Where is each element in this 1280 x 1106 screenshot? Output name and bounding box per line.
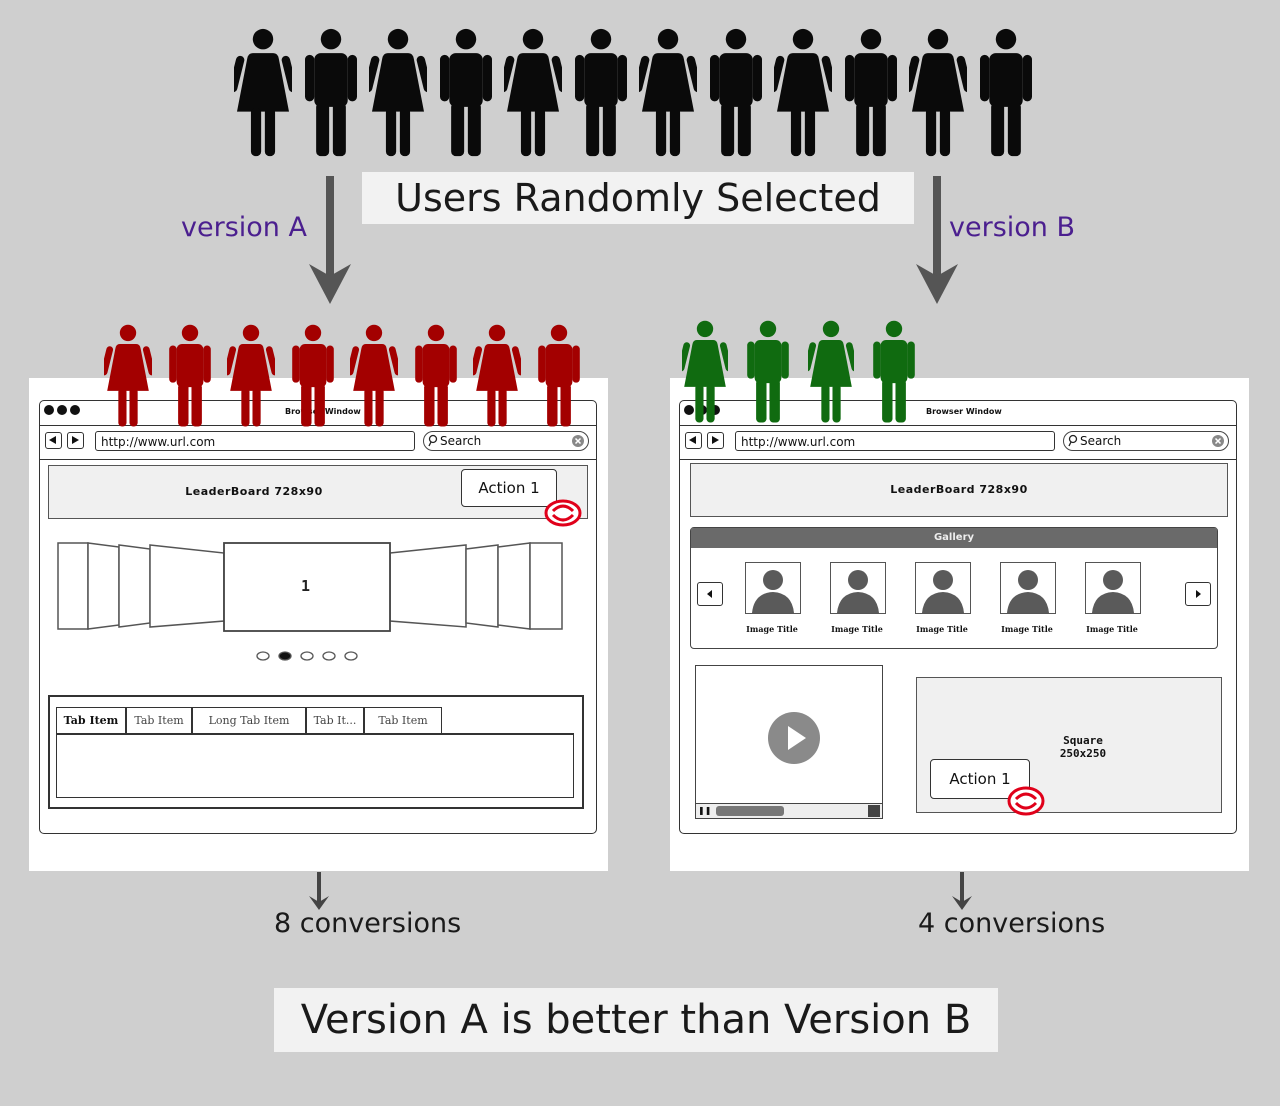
gallery-image[interactable] xyxy=(1000,562,1056,614)
arrow-down-icon xyxy=(309,176,351,304)
male-person-icon xyxy=(707,28,765,158)
search-field[interactable]: Search xyxy=(1063,431,1229,451)
gallery-image[interactable] xyxy=(1085,562,1141,614)
image-carousel[interactable] xyxy=(56,537,566,637)
gallery-image[interactable] xyxy=(915,562,971,614)
female-person-icon xyxy=(774,28,832,158)
carousel-pagination[interactable] xyxy=(255,649,361,663)
arrow-down-icon xyxy=(309,872,329,910)
male-person-icon xyxy=(302,28,360,158)
gallery-header: Gallery xyxy=(691,528,1217,548)
search-placeholder: Search xyxy=(1080,434,1122,448)
users-randomly-selected-title: Users Randomly Selected xyxy=(362,172,914,224)
female-person-icon xyxy=(350,324,398,428)
conversion-mark-icon xyxy=(544,499,582,527)
window-title: Browser Window xyxy=(926,407,1002,416)
version-b-panel: Browser Window http://www.url.com Search… xyxy=(670,378,1249,871)
avatar-placeholder-icon xyxy=(837,570,879,613)
avatar-placeholder-icon xyxy=(752,570,794,613)
gallery-image-title: Image Title xyxy=(916,624,968,634)
search-field[interactable]: Search xyxy=(423,431,589,451)
tab-item-truncated[interactable]: Tab It... xyxy=(306,707,364,733)
search-icon xyxy=(428,434,438,447)
tab-item-5[interactable]: Tab Item xyxy=(364,707,442,733)
window-controls-icon xyxy=(44,405,80,415)
version-a-conversions: 8 conversions xyxy=(274,908,462,939)
female-person-icon xyxy=(808,320,854,424)
browser-window-b: Browser Window http://www.url.com Search… xyxy=(679,400,1237,834)
arrow-down-icon xyxy=(952,872,972,910)
gallery-prev-button[interactable] xyxy=(697,582,723,606)
url-field[interactable]: http://www.url.com xyxy=(735,431,1055,451)
url-field[interactable]: http://www.url.com xyxy=(95,431,415,451)
carousel-slide-number: 1 xyxy=(301,577,311,595)
avatar-placeholder-icon xyxy=(922,570,964,613)
male-person-icon xyxy=(166,324,214,428)
avatar-placeholder-icon xyxy=(1007,570,1049,613)
search-icon xyxy=(1068,434,1078,447)
female-person-icon xyxy=(639,28,697,158)
conversion-mark-icon xyxy=(1007,786,1045,816)
tab-content xyxy=(56,733,574,798)
browser-window-a: Browser Window http://www.url.com Search… xyxy=(39,400,597,834)
male-person-icon xyxy=(437,28,495,158)
gallery-image[interactable] xyxy=(745,562,801,614)
female-person-icon xyxy=(682,320,728,424)
back-button[interactable] xyxy=(685,432,702,449)
video-controls: ❚❚ xyxy=(696,803,882,818)
female-person-icon xyxy=(104,324,152,428)
tab-bar: Tab Item Tab Item Long Tab Item Tab It..… xyxy=(56,707,572,735)
forward-button[interactable] xyxy=(67,432,84,449)
male-person-icon xyxy=(535,324,583,428)
gallery-image-title: Image Title xyxy=(746,624,798,634)
male-person-icon xyxy=(572,28,630,158)
female-person-icon xyxy=(504,28,562,158)
video-player[interactable]: ❚❚ xyxy=(695,665,883,819)
gallery-image-title: Image Title xyxy=(831,624,883,634)
video-progress[interactable] xyxy=(716,806,784,816)
male-person-icon xyxy=(289,324,337,428)
male-person-icon xyxy=(412,324,460,428)
clear-icon[interactable] xyxy=(571,434,585,448)
female-person-icon xyxy=(369,28,427,158)
female-person-icon xyxy=(234,28,292,158)
tab-panel: Tab Item Tab Item Long Tab Item Tab It..… xyxy=(48,695,584,809)
back-button[interactable] xyxy=(45,432,62,449)
male-person-icon xyxy=(745,320,791,424)
pause-icon[interactable]: ❚❚ xyxy=(698,806,712,815)
female-person-icon xyxy=(227,324,275,428)
arrow-down-icon xyxy=(916,176,958,304)
gallery-image[interactable] xyxy=(830,562,886,614)
male-person-icon xyxy=(871,320,917,424)
volume-icon[interactable] xyxy=(868,805,880,817)
version-b-conversions: 4 conversions xyxy=(918,908,1106,939)
female-person-icon xyxy=(909,28,967,158)
search-placeholder: Search xyxy=(440,434,482,448)
action-1-button[interactable]: Action 1 xyxy=(461,469,557,507)
version-a-panel: Browser Window http://www.url.com Search… xyxy=(29,378,608,871)
square-ad-label: Square 250x250 xyxy=(1059,734,1107,760)
tab-item-2[interactable]: Tab Item xyxy=(126,707,192,733)
version-b-label: version B xyxy=(949,212,1075,243)
conclusion-banner: Version A is better than Version B xyxy=(274,988,998,1052)
leaderboard-ad: LeaderBoard 728x90 xyxy=(690,463,1228,517)
male-person-icon xyxy=(842,28,900,158)
male-person-icon xyxy=(977,28,1035,158)
clear-icon[interactable] xyxy=(1211,434,1225,448)
version-a-label: version A xyxy=(181,212,307,243)
gallery: Gallery Image Title Image Title Image Titl… xyxy=(690,527,1218,649)
gallery-next-button[interactable] xyxy=(1185,582,1211,606)
gallery-image-title: Image Title xyxy=(1086,624,1138,634)
play-icon[interactable] xyxy=(766,710,822,766)
tab-item-long[interactable]: Long Tab Item xyxy=(192,707,306,733)
female-person-icon xyxy=(473,324,521,428)
avatar-placeholder-icon xyxy=(1092,570,1134,613)
tab-item-1[interactable]: Tab Item xyxy=(56,707,126,733)
gallery-image-title: Image Title xyxy=(1001,624,1053,634)
forward-button[interactable] xyxy=(707,432,724,449)
